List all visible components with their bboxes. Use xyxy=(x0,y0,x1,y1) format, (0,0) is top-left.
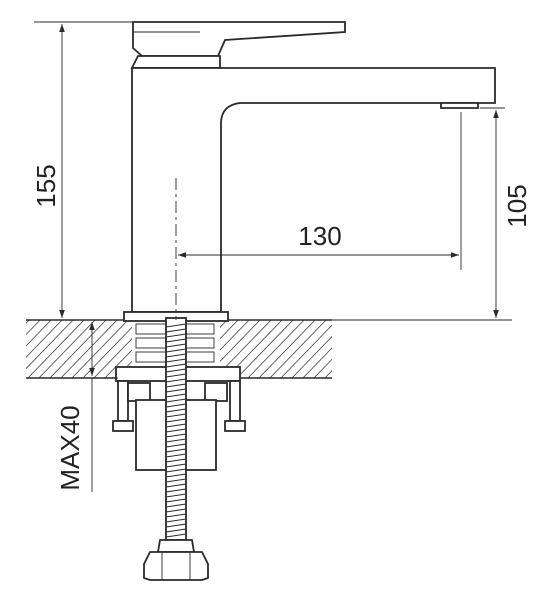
label-spout-reach: 130 xyxy=(298,221,341,251)
label-max-thickness: MAX40 xyxy=(55,405,85,490)
faucet-body xyxy=(123,21,496,322)
hose-connector xyxy=(143,551,209,581)
spout xyxy=(131,67,496,313)
mounting-hardware xyxy=(112,317,246,581)
aerator xyxy=(440,102,479,109)
label-total-height: 155 xyxy=(31,164,61,207)
label-spout-height: 105 xyxy=(502,184,532,227)
lever-handle xyxy=(132,21,346,57)
dimension-spout-height: 105 xyxy=(332,107,532,321)
dimension-spout-reach: 130 xyxy=(178,112,462,270)
dimension-max-thickness: MAX40 xyxy=(55,322,118,492)
dimension-total-height: 155 xyxy=(31,21,133,318)
